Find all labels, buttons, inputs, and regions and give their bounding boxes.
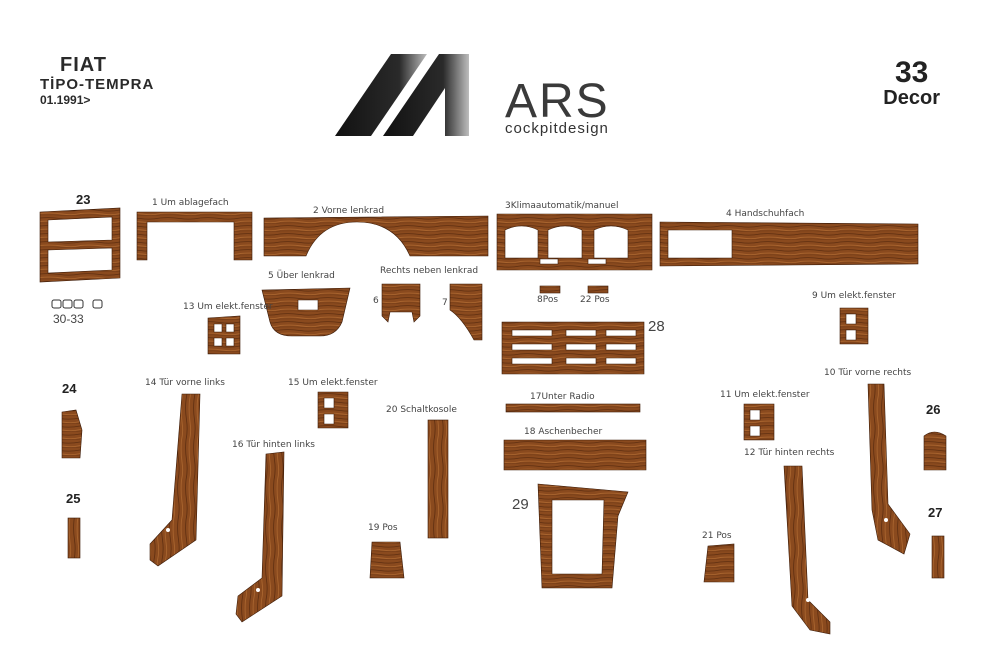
label-part-18: 18 Aschenbecher bbox=[524, 427, 603, 437]
label-part-12: 12 Tür hinten rechts bbox=[744, 448, 835, 458]
vehicle-info: FIAT TİPO-TEMPRA 01.1991> bbox=[40, 55, 154, 106]
label-part-3: 3Klimaautomatik/manuel bbox=[505, 201, 619, 211]
label-part-2: 2 Vorne lenkrad bbox=[313, 206, 385, 216]
label-part-24: 24 bbox=[62, 381, 77, 396]
label-part-27: 27 bbox=[928, 505, 943, 520]
label-part-16: 16 Tür hinten links bbox=[232, 440, 315, 450]
ars-logo-mark bbox=[335, 54, 469, 136]
label-part-23: 23 bbox=[76, 192, 91, 207]
label-part-8: 8Pos bbox=[537, 295, 559, 305]
label-part-5: 5 Über lenkrad bbox=[268, 271, 335, 281]
label-part-10: 10 Tür vorne rechts bbox=[824, 368, 912, 378]
label-part-17: 17Unter Radio bbox=[530, 392, 595, 402]
label-part-9: 9 Um elekt.fenster bbox=[812, 291, 896, 301]
label-part-11: 11 Um elekt.fenster bbox=[720, 390, 810, 400]
label-part-21: 21 Pos bbox=[702, 531, 732, 541]
label-part-4: 4 Handschuhfach bbox=[726, 209, 805, 219]
label-part-29: 29 bbox=[512, 496, 529, 513]
label-part-13: 13 Um elekt.fenster bbox=[183, 302, 273, 312]
kit-type: Decor bbox=[883, 87, 940, 109]
label-part-19: 19 Pos bbox=[368, 523, 398, 533]
kit-number: 33 bbox=[894, 56, 929, 89]
label-part-22: 22 Pos bbox=[580, 295, 610, 305]
label-part-20: 20 Schaltkosole bbox=[386, 405, 457, 415]
vehicle-model: TİPO-TEMPRA bbox=[40, 76, 155, 93]
label-part-26: 26 bbox=[926, 402, 941, 417]
label-part-25: 25 bbox=[66, 491, 81, 506]
part-23 bbox=[39, 207, 121, 283]
logo-tagline: cockpitdesign bbox=[505, 120, 609, 137]
label-part-7: 7 bbox=[442, 298, 448, 308]
vehicle-make: FIAT bbox=[60, 54, 107, 76]
label-rechts-neben-lenkrad: Rechts neben lenkrad bbox=[380, 266, 479, 276]
kit-info: 33 Decor bbox=[883, 56, 940, 109]
label-part-6: 6 bbox=[373, 296, 379, 306]
label-part-14: 14 Tür vorne links bbox=[145, 378, 225, 388]
label-part-30-33: 30-33 bbox=[53, 312, 84, 326]
label-part-15: 15 Um elekt.fenster bbox=[288, 378, 378, 388]
vehicle-date: 01.1991> bbox=[40, 93, 91, 107]
logo-brand: ARS bbox=[505, 75, 610, 128]
label-part-1: 1 Um ablagefach bbox=[152, 198, 229, 208]
label-part-28: 28 bbox=[648, 318, 665, 335]
